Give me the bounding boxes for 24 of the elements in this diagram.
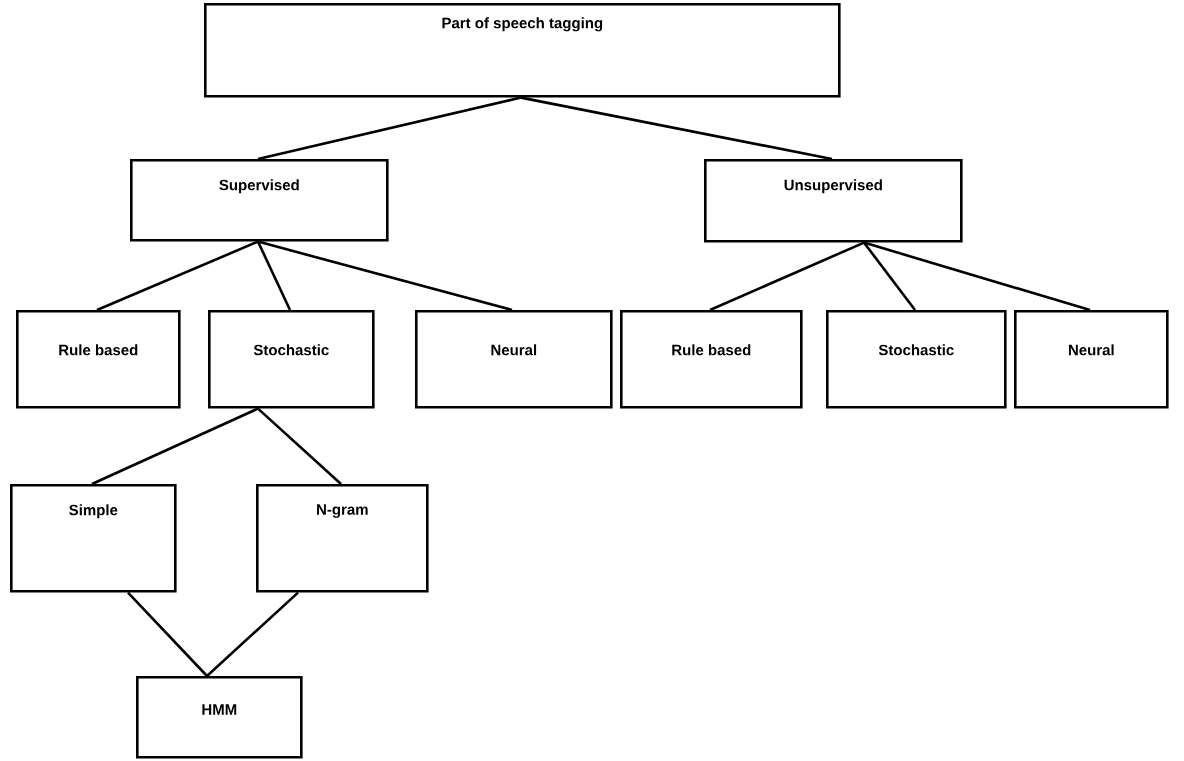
category-box: HMM — [136, 676, 303, 759]
connector — [709, 241, 865, 312]
connector — [127, 591, 208, 677]
category-box: Stochastic — [826, 310, 1007, 409]
connector — [257, 407, 342, 485]
category-box: Neural — [415, 310, 613, 409]
category-box: Unsupervised — [704, 159, 963, 243]
category-box: Supervised — [130, 159, 389, 242]
category-box: Neural — [1014, 310, 1169, 409]
category-box: Part of speech tagging — [204, 3, 841, 98]
connector — [206, 591, 299, 677]
connector — [520, 96, 833, 161]
category-box: Rule based — [16, 310, 181, 409]
category-box: Simple — [10, 484, 177, 593]
connector — [256, 241, 292, 311]
category-box: Rule based — [620, 310, 803, 409]
connector — [96, 240, 259, 312]
connector — [862, 241, 917, 311]
connector — [257, 96, 522, 161]
connector — [863, 241, 1091, 312]
connector — [257, 240, 513, 312]
category-box: Stochastic — [208, 310, 375, 409]
connector — [91, 407, 259, 486]
category-box: N-gram — [256, 484, 429, 593]
